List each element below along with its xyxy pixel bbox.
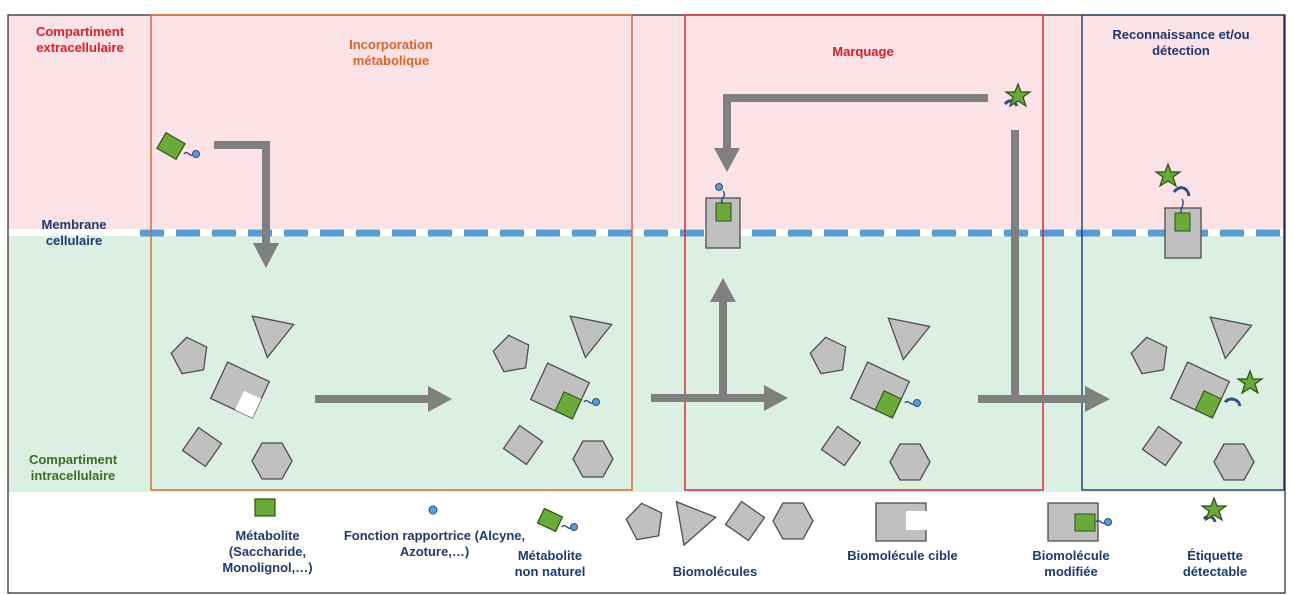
biomolecules-group-3 — [807, 305, 938, 481]
legend-target-label: Biomolécule cible — [847, 548, 958, 563]
metabolite-entering — [156, 131, 186, 161]
extracellular-zone — [8, 15, 1285, 229]
legend-biomolecules-label: Biomolécules — [672, 564, 758, 579]
marquage-box — [684, 14, 1044, 491]
arrows — [214, 94, 1110, 412]
detectable-tag-incoming — [1003, 83, 1031, 107]
legend-tag-icon — [1201, 497, 1227, 523]
legend-non-natural-icon — [536, 507, 564, 533]
marquage-title: Marquage — [832, 44, 894, 59]
incorporation-title: Incorporation métabolique — [349, 37, 433, 68]
reconnaissance-box — [1081, 14, 1285, 491]
legend-modified-icon — [1047, 502, 1113, 542]
legend-metabolite-label: Métabolite (Saccharide, Monolignol,…) — [222, 528, 313, 575]
outer-frame — [7, 14, 1286, 594]
extracellular-label: Compartiment extracellulaire — [35, 24, 125, 55]
incorporation-box — [150, 14, 633, 491]
legend-non-natural-label: Métabolite non naturel — [514, 548, 586, 579]
legend-metabolite-icon — [254, 498, 276, 517]
membrane-label: Membrane cellulaire — [41, 217, 107, 248]
reconnaissance-title: Reconnaissance et/ou détection — [1112, 27, 1250, 58]
membrane-biomolecule-2 — [1155, 163, 1202, 259]
biomolecules-group-1 — [168, 303, 302, 480]
legend-target-icon — [875, 502, 928, 542]
legend-reporter-linker — [561, 522, 579, 532]
legend-fonction-label: Fonction rapportrice (Alcyne, Azoture,…) — [343, 528, 526, 559]
intracellular-label: Compartiment intracellulaire — [28, 452, 118, 483]
membrane-biomolecule-1 — [705, 183, 741, 249]
legend-icons — [254, 494, 1227, 546]
legend-reporter-icon — [428, 505, 438, 515]
legend-tag-label: Étiquette détectable — [1182, 548, 1248, 579]
intracellular-zone — [8, 236, 1285, 492]
biomolecules-group-2 — [490, 303, 620, 478]
legend-modified-label: Biomolécule modifiée — [1032, 548, 1110, 579]
biomolecules-group-4 — [1128, 304, 1263, 481]
